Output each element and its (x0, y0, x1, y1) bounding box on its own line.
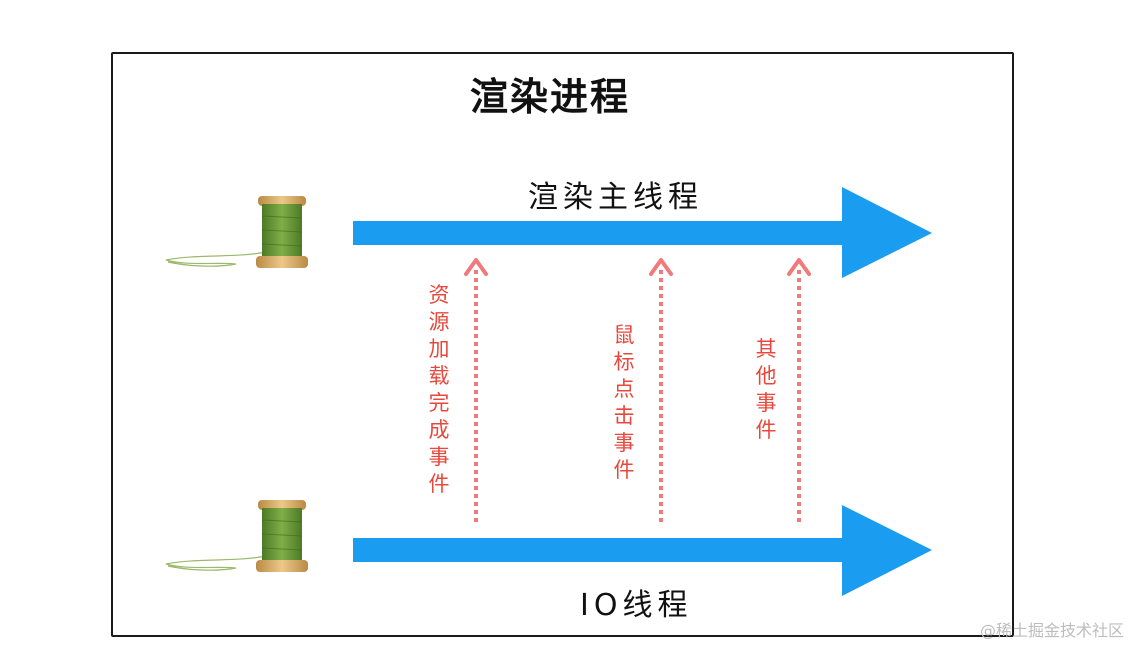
event-arrow-mouse-click (649, 258, 673, 522)
io-thread-arrow (353, 505, 932, 596)
event-arrow-resource-loaded (464, 258, 488, 522)
watermark: @稀土掘金技术社区 (979, 621, 1124, 640)
spool-icon (165, 196, 308, 268)
diagram-title: 渲染进程 (470, 75, 631, 119)
event-label-other: 其他事件 (755, 337, 777, 442)
event-label-resource-loaded: 资源加载完成事件 (428, 283, 450, 496)
render-process-frame (111, 52, 1014, 637)
main-thread-label: 渲染主线程 (528, 180, 703, 215)
io-thread-label: IO线程 (580, 588, 693, 623)
spool-icon (165, 500, 308, 572)
main-thread-arrow (353, 187, 932, 278)
event-label-mouse-click: 鼠标点击事件 (613, 323, 635, 482)
event-arrow-other (787, 258, 811, 522)
